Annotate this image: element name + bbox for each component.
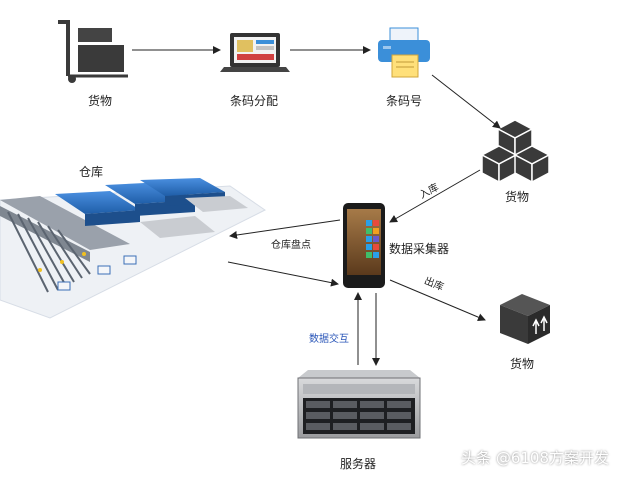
arrow-number-to-goods — [431, 74, 501, 129]
barcode-assign-label: 条码分配 — [230, 94, 279, 108]
connectors — [132, 46, 501, 366]
arrow-warehouse-to-collector — [227, 261, 339, 287]
laptop-icon — [220, 33, 290, 72]
arrow-inventory-check — [229, 219, 341, 239]
data-exchange-label: 数据交互 — [309, 334, 349, 345]
rack-server-icon — [297, 370, 421, 439]
barcode-number-label: 条码号 — [386, 94, 423, 108]
hand-trolley-icon — [58, 20, 128, 83]
server-label: 服务器 — [340, 457, 377, 471]
goods-bottom-label: 货物 — [510, 357, 535, 371]
arrow-inbound — [389, 169, 481, 223]
printer-icon — [378, 27, 430, 78]
warehouse-illustration — [0, 178, 266, 319]
data-collector-label: 数据采集器 — [389, 242, 450, 256]
warehouse-label: 仓库 — [79, 165, 104, 179]
inventory-check-label: 仓库盘点 — [271, 240, 311, 251]
arrow-outbound — [389, 279, 486, 321]
package-icon — [500, 294, 550, 344]
handheld-scanner-icon — [343, 203, 385, 288]
goods-top-label: 货物 — [88, 94, 113, 108]
stacked-boxes-icon — [480, 119, 551, 184]
watermark: 头条 @6108方案开发 — [461, 449, 609, 467]
goods-right-label: 货物 — [505, 190, 530, 204]
